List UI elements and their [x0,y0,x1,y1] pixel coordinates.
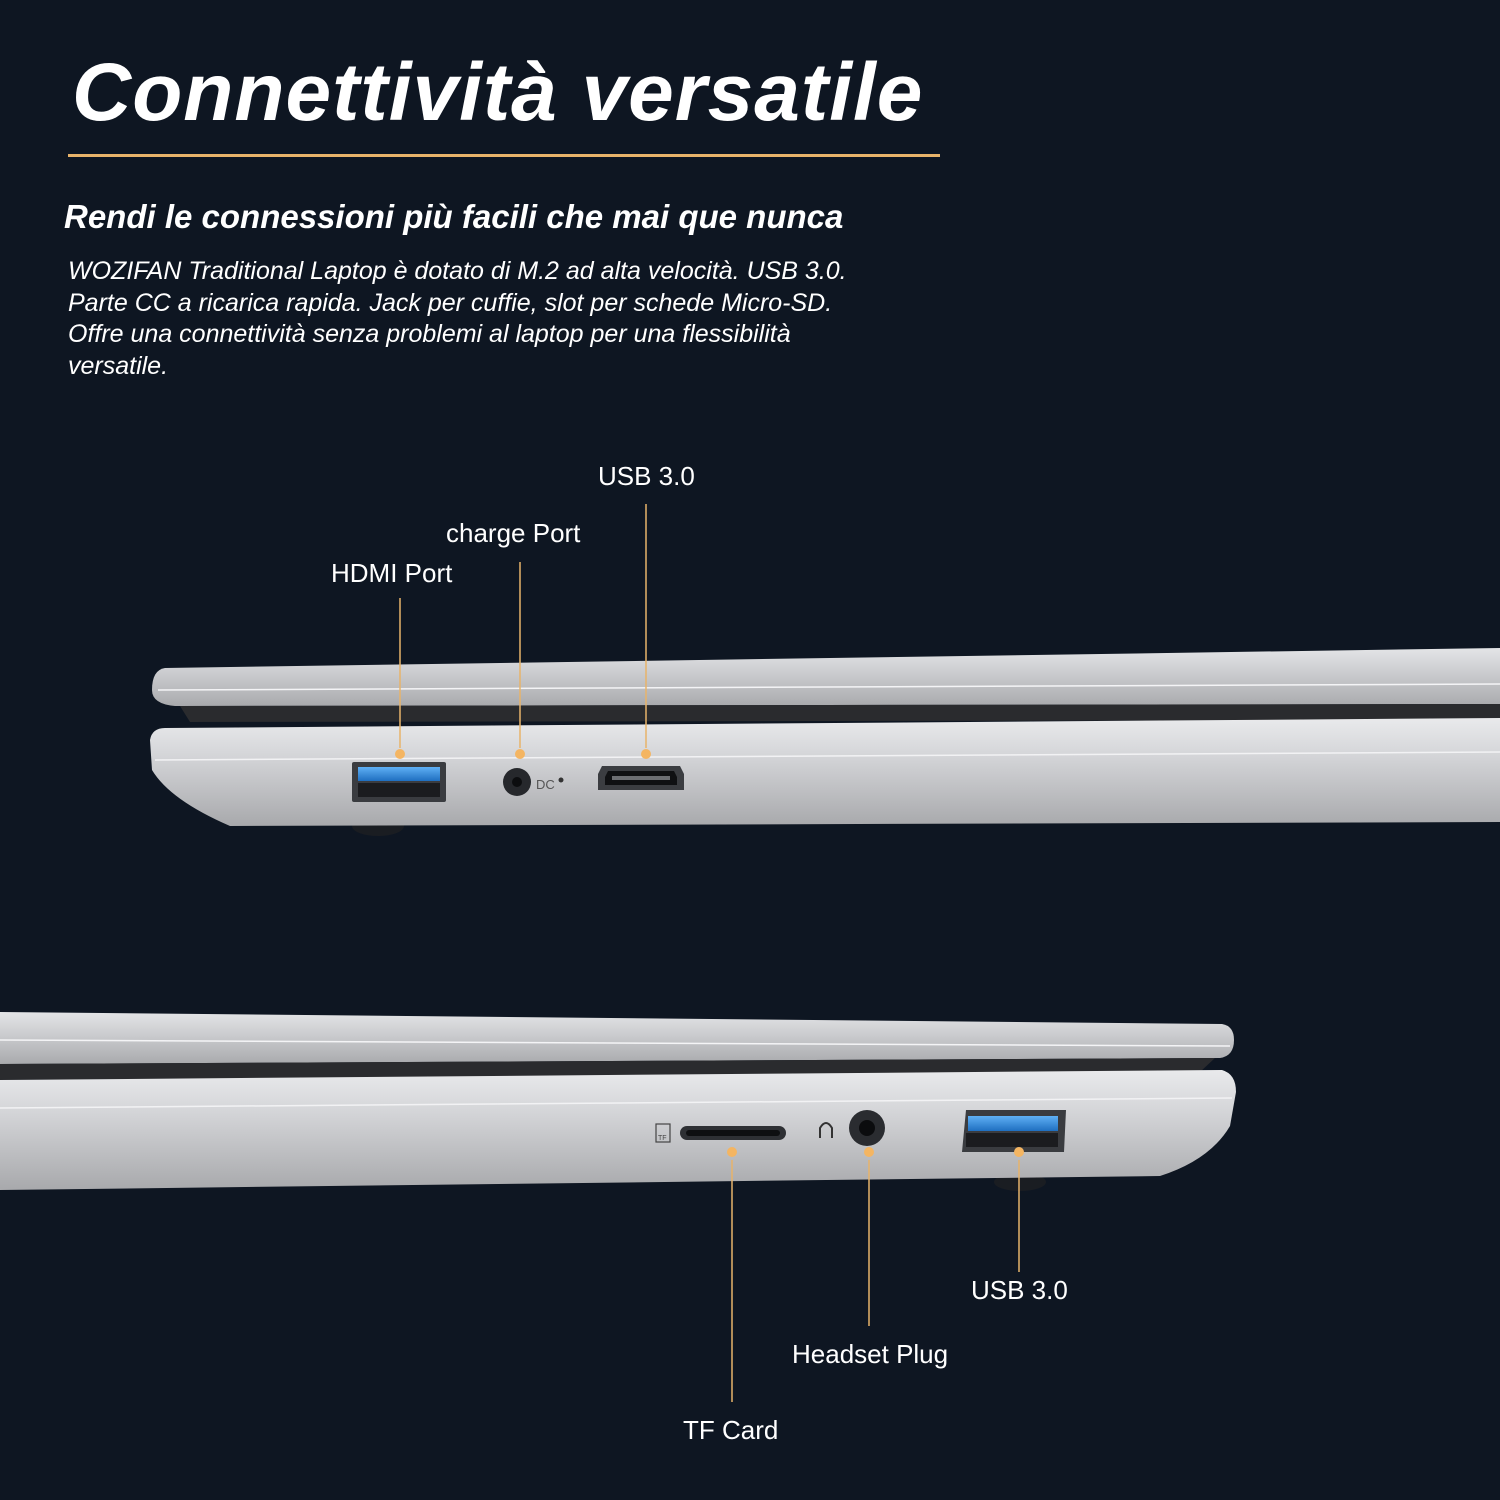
hdmi-port [598,766,684,790]
hdmi-marker-dot [395,749,405,759]
laptop-lid [0,1012,1234,1064]
label-tf-card: TF Card [683,1415,779,1445]
description-line: versatile. [68,351,169,380]
laptop-base [150,718,1500,826]
description-line: Offre una connettività senza problemi al… [68,320,791,348]
label-headset-plug: Headset Plug [792,1339,949,1369]
label-usb-right: USB 3.0 [971,1275,1068,1305]
subtitle: Rendi le connessioni più facili che mai … [64,198,844,235]
headphones-icon [819,1122,833,1138]
label-charge-port: charge Port [446,518,581,548]
usb-bottom-marker-dot [1014,1147,1024,1157]
tf-card-slot: TF [655,1123,786,1143]
page-title: Connettività versatile [72,47,924,138]
usb-top-marker-dot [641,749,651,759]
title-underline [68,154,940,157]
laptop-right-side: TF [0,1012,1236,1402]
charge-marker-dot [515,749,525,759]
label-hdmi-port: HDMI Port [331,558,453,588]
headset-jack [819,1110,885,1146]
tf-marking: TF [658,1135,667,1142]
dc-marking: DC [536,777,555,792]
description: WOZIFAN Traditional Laptop è dotato di M… [68,256,948,382]
description-line: Parte CC a ricarica rapida. Jack per cuf… [68,288,833,317]
label-usb-left: USB 3.0 [598,461,695,491]
description-line: WOZIFAN Traditional Laptop è dotato di M… [68,257,847,285]
headset-marker-dot [864,1147,874,1157]
tf-marker-dot [727,1147,737,1157]
laptop-left-side: DC [150,504,1500,836]
usb-port [352,762,446,802]
laptop-lid [152,648,1500,706]
usb-port [962,1110,1066,1152]
dc-port: DC [503,768,564,796]
